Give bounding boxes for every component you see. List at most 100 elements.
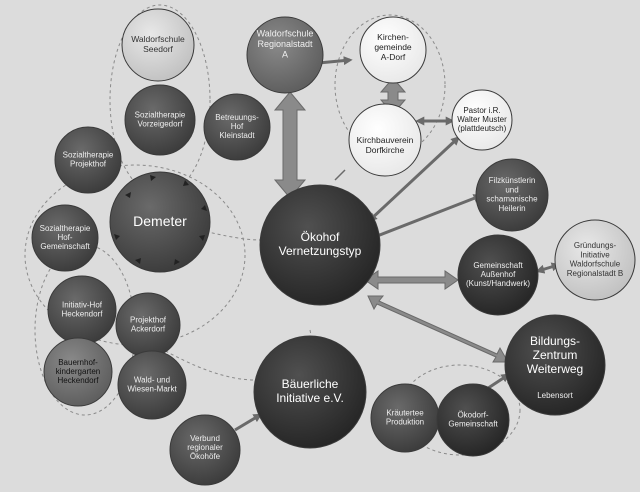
arrow-oekohof-aussenhof	[364, 270, 459, 290]
label-line: Ackerdorf	[131, 325, 166, 334]
label-line: Weiterweg	[527, 362, 583, 376]
label-line: und	[505, 186, 518, 195]
label-line: Regionalstadt B	[567, 269, 623, 278]
demeter-label: Demeter	[133, 213, 187, 229]
label-line: Initiative e.V.	[276, 391, 344, 405]
label-line: Wiesen-Markt	[127, 385, 177, 394]
label-line: Demeter	[133, 213, 187, 229]
label-line: Vernetzungstyp	[279, 244, 362, 258]
label-line: Pastor i.R.	[463, 106, 500, 115]
label-line: Waldorfschule	[131, 34, 185, 44]
label-line: Ökodorf-	[457, 411, 488, 420]
label-line: Heckendorf	[58, 376, 100, 385]
label-line: Betreuungs-	[215, 113, 259, 122]
arrow-waldorf-oekohof	[273, 91, 307, 199]
label-line: Außenhof	[481, 270, 516, 279]
label-line: Filzkünstlerin	[489, 176, 536, 185]
node-oekodorf: Ökodorf-Gemeinschaft	[436, 383, 510, 457]
label-line: Heilerin	[498, 204, 525, 213]
label-line: Projekthof	[130, 316, 167, 325]
label-line: Heckendorf	[62, 310, 104, 319]
label-line: Ökohof	[301, 230, 340, 244]
label-line: Kleinstadt	[219, 131, 255, 140]
label-line: Sozialtherapie	[135, 111, 186, 120]
label-line: Hof	[231, 122, 244, 131]
label-line: Gründungs-	[574, 241, 617, 250]
label-line: Vorzeigedorf	[138, 120, 184, 129]
bildungszentrum-sub: Lebensort	[537, 391, 573, 400]
label-line: Sozialtherapie	[40, 224, 91, 233]
label-line: Projekthof	[70, 160, 107, 169]
node-pastor: Pastor i.R.Walter Muster(plattdeutsch)	[451, 89, 513, 151]
label-line: Kirchen-	[377, 32, 409, 42]
label-line: (Kunst/Handwerk)	[466, 279, 530, 288]
label-line: Regionalstadt	[257, 39, 313, 49]
label-line: A	[282, 50, 288, 60]
label-line: Bildungs-	[530, 334, 580, 348]
label-line: Walter Muster	[457, 115, 507, 124]
label-line: Initiativ-Hof	[62, 301, 103, 310]
label-line: Kirchbauverein	[357, 135, 414, 145]
label-line: schamanische	[486, 195, 538, 204]
label-line: regionaler	[187, 443, 223, 452]
label-line: Bäuerliche	[282, 377, 339, 391]
label-line: Sozialtherapie	[63, 151, 114, 160]
label-line: (plattdeutsch)	[458, 124, 507, 133]
label-line: Bauernhof-	[58, 358, 98, 367]
node-demeter: Demeter	[109, 171, 211, 273]
label-line: Gemeinschaft	[448, 420, 498, 429]
label-line: Zentrum	[533, 348, 578, 362]
outline-oekodorf	[399, 364, 521, 456]
label-line: Produktion	[386, 418, 424, 427]
label-line: Ökohöfe	[190, 452, 221, 461]
label-line: Wald- und	[134, 376, 170, 385]
label-line: kindergarten	[56, 367, 100, 376]
label-line: Gemeinschaft	[473, 261, 523, 270]
label-line: Waldorfschule	[570, 260, 621, 269]
label-line: Kräutertee	[386, 409, 424, 418]
label-line: Dorfkirche	[366, 145, 405, 155]
arrow-aussenhof-gruendung	[535, 262, 561, 274]
label-line: gemeinde	[374, 42, 412, 52]
label-line: Seedorf	[143, 44, 173, 54]
label-line: Waldorfschule	[257, 29, 314, 39]
demeter-markers	[114, 175, 207, 265]
link-kirchbauverein-oekohof	[334, 169, 346, 181]
label-line: A-Dorf	[381, 52, 406, 62]
